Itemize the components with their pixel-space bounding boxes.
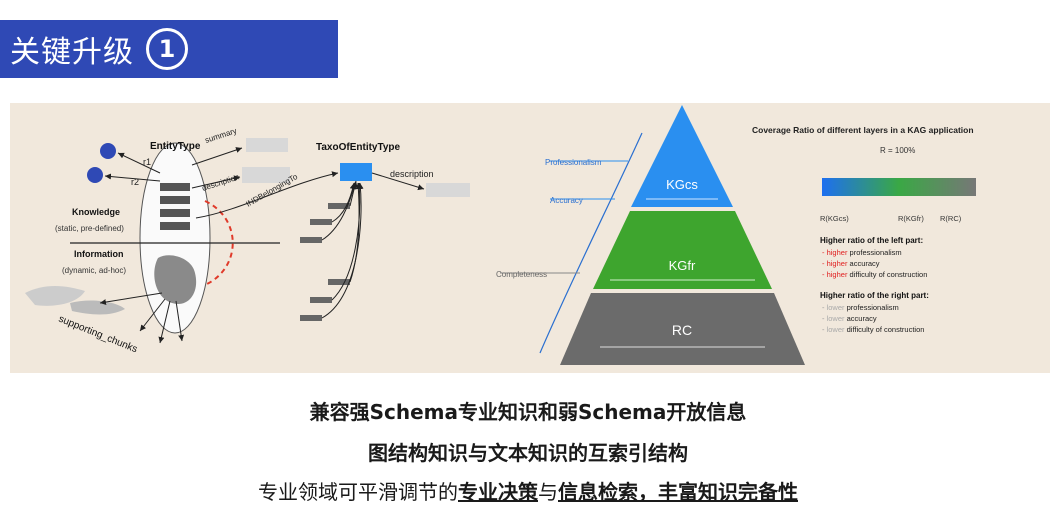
taxonomy-bar <box>300 237 322 243</box>
r2-label: r2 <box>131 177 139 187</box>
legend-title: Coverage Ratio of different layers in a … <box>752 125 974 135</box>
entity-node <box>100 143 116 159</box>
knowledge-bar <box>160 183 190 191</box>
knowledge-bar <box>160 209 190 217</box>
taxonomy-bar <box>328 279 350 285</box>
taxo-type-label: TaxoOfEntityType <box>316 142 401 153</box>
line3-emphasis-2: 信息检索，丰富知识完备性 <box>558 480 798 504</box>
chunk-shape <box>25 286 85 306</box>
left-mark-completeness: Completeness <box>496 270 547 279</box>
knowledge-title: Knowledge <box>72 207 120 217</box>
legend-left-item: - higher difficulty of construction <box>822 270 927 279</box>
knowledge-bar <box>160 196 190 204</box>
legend-right-item: - lower accuracy <box>822 314 877 323</box>
left-bracket <box>539 132 643 354</box>
pyramid-top-label: KGcs <box>666 177 698 192</box>
taxonomy-bar <box>328 203 350 209</box>
information-title: Information <box>74 249 124 259</box>
chunk-shape <box>70 300 125 315</box>
entity-node <box>87 167 103 183</box>
summary-line-3: 专业领域可平滑调节的专业决策与信息检索，丰富知识完备性 <box>0 476 1056 505</box>
legend-right-heading: Higher ratio of the right part: <box>820 291 929 300</box>
legend-bar-label: R(RC) <box>940 214 962 223</box>
title-banner: 关键升级 1 <box>0 20 338 78</box>
supporting-chunks-label: supporting_chunks <box>57 314 139 356</box>
legend-right-item: - lower professionalism <box>822 303 899 312</box>
page-title: 关键升级 <box>10 35 134 70</box>
pyramid-base-label: RC <box>672 322 692 338</box>
knowledge-bar <box>160 222 190 230</box>
summary-label: summary <box>204 126 238 145</box>
schema-diagram: r1 r2 EntityType summary description Kno… <box>25 126 470 355</box>
information-sub: (dynamic, ad-hoc) <box>62 266 126 275</box>
taxonomy-bar <box>310 219 332 225</box>
link-arc <box>204 200 234 286</box>
coverage-gradient-bar <box>822 178 976 196</box>
line3-prefix: 专业领域可平滑调节的 <box>258 480 458 504</box>
taxo-description-box <box>426 183 470 197</box>
legend-r-equals: R = 100% <box>880 146 915 155</box>
description-label: description <box>201 172 241 193</box>
taxo-description-label: description <box>390 169 434 179</box>
legend-bar-label: R(KGcs) <box>820 214 849 223</box>
description-box <box>242 167 290 183</box>
summary-line-1: 兼容强Schema专业知识和弱Schema开放信息 <box>309 400 747 424</box>
taxonomy-bar <box>300 315 322 321</box>
taxonomy-bar <box>310 297 332 303</box>
taxo-node <box>340 163 372 181</box>
legend-bar-label: R(KGfr) <box>898 214 924 223</box>
title-number-badge: 1 <box>146 28 188 70</box>
schema-ellipse <box>139 142 211 334</box>
legend-left-item: - higher professionalism <box>822 248 902 257</box>
knowledge-sub: (static, pre-defined) <box>55 224 124 233</box>
information-blob <box>154 255 197 304</box>
line3-emphasis-1: 专业决策 <box>458 480 538 504</box>
pyramid-mid-label: KGfr <box>669 258 696 273</box>
entity-type-label: EntityType <box>150 141 201 152</box>
legend-right-item: - lower difficulty of construction <box>822 325 924 334</box>
pyramid-top-layer <box>631 105 733 207</box>
coverage-legend: Coverage Ratio of different layers in a … <box>752 125 976 334</box>
summary-box <box>246 138 288 152</box>
figure-svg: r1 r2 EntityType summary description Kno… <box>25 105 976 365</box>
r1-label: r1 <box>143 157 151 167</box>
left-mark-professionalism: Professionalism <box>545 158 602 167</box>
summary-line-2: 图结构知识与文本知识的互索引结构 <box>368 441 688 465</box>
legend-left-heading: Higher ratio of the left part: <box>820 236 923 245</box>
kag-pyramid: KGcs KGfr RC Professionalism Accuracy Co… <box>496 105 805 365</box>
figure-panel: r1 r2 EntityType summary description Kno… <box>10 103 1050 373</box>
legend-left-item: - higher accuracy <box>822 259 880 268</box>
left-mark-accuracy: Accuracy <box>550 196 583 205</box>
line3-mid: 与 <box>538 480 558 504</box>
pyramid-mid-layer <box>593 211 772 289</box>
